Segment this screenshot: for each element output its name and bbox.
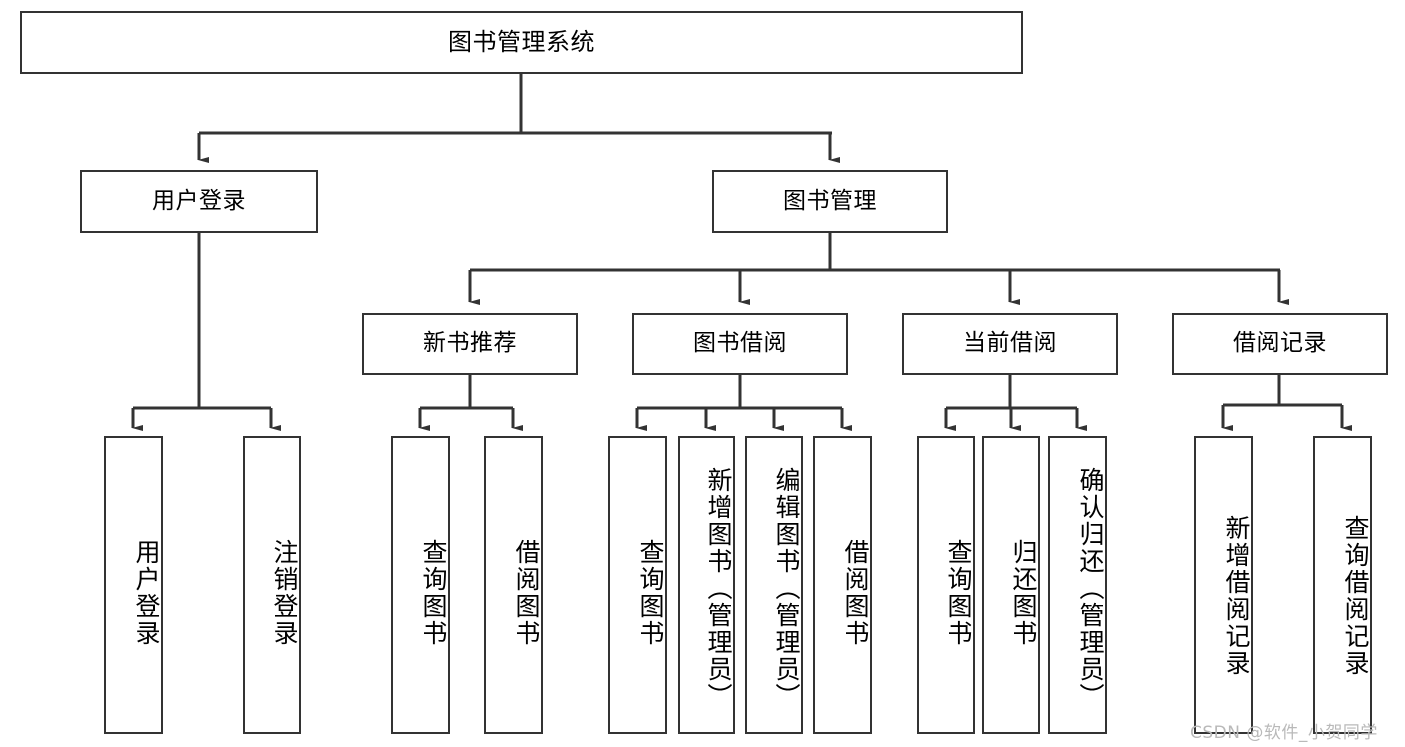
node-book-borrow[interactable]: 图书借阅	[632, 313, 848, 375]
node-book-manage[interactable]: 图书管理	[712, 170, 948, 233]
node-label: 借阅图书	[841, 539, 870, 647]
node-label: 查询图书	[419, 539, 448, 647]
node-leaf-user-logout[interactable]: 注销登录	[243, 436, 301, 734]
node-leaf-add-record[interactable]: 新增借阅记录	[1194, 436, 1253, 734]
node-leaf-query-book-3[interactable]: 查询图书	[917, 436, 975, 734]
node-borrow-record[interactable]: 借阅记录	[1172, 313, 1388, 375]
watermark-text: CSDN @软件_小贺同学	[1190, 723, 1378, 743]
node-label: 用户登录	[132, 539, 161, 647]
node-label: 新增借阅记录	[1222, 515, 1251, 677]
node-label: 新增图书（管理员）	[704, 466, 733, 710]
node-leaf-borrow-book-2[interactable]: 借阅图书	[813, 436, 872, 734]
node-label: 确认归还（管理员）	[1076, 466, 1105, 710]
node-new-book-rec[interactable]: 新书推荐	[362, 313, 578, 375]
node-label: 查询图书	[944, 539, 973, 647]
node-label: 注销登录	[270, 539, 299, 647]
node-leaf-add-book[interactable]: 新增图书（管理员）	[678, 436, 735, 734]
node-current-borrow[interactable]: 当前借阅	[902, 313, 1118, 375]
node-leaf-confirm-return[interactable]: 确认归还（管理员）	[1048, 436, 1107, 734]
node-user-login[interactable]: 用户登录	[80, 170, 318, 233]
node-leaf-edit-book[interactable]: 编辑图书（管理员）	[745, 436, 803, 734]
node-label: 归还图书	[1009, 539, 1038, 647]
node-leaf-query-book-1[interactable]: 查询图书	[391, 436, 450, 734]
node-label: 借阅图书	[512, 539, 541, 647]
node-leaf-user-login[interactable]: 用户登录	[104, 436, 163, 734]
node-label: 查询图书	[636, 539, 665, 647]
node-root[interactable]: 图书管理系统	[20, 11, 1023, 74]
node-leaf-borrow-book-1[interactable]: 借阅图书	[484, 436, 543, 734]
node-leaf-query-record[interactable]: 查询借阅记录	[1313, 436, 1372, 734]
node-leaf-query-book-2[interactable]: 查询图书	[608, 436, 667, 734]
node-leaf-return-book[interactable]: 归还图书	[982, 436, 1040, 734]
node-label: 编辑图书（管理员）	[772, 466, 801, 710]
node-label: 查询借阅记录	[1341, 515, 1370, 677]
